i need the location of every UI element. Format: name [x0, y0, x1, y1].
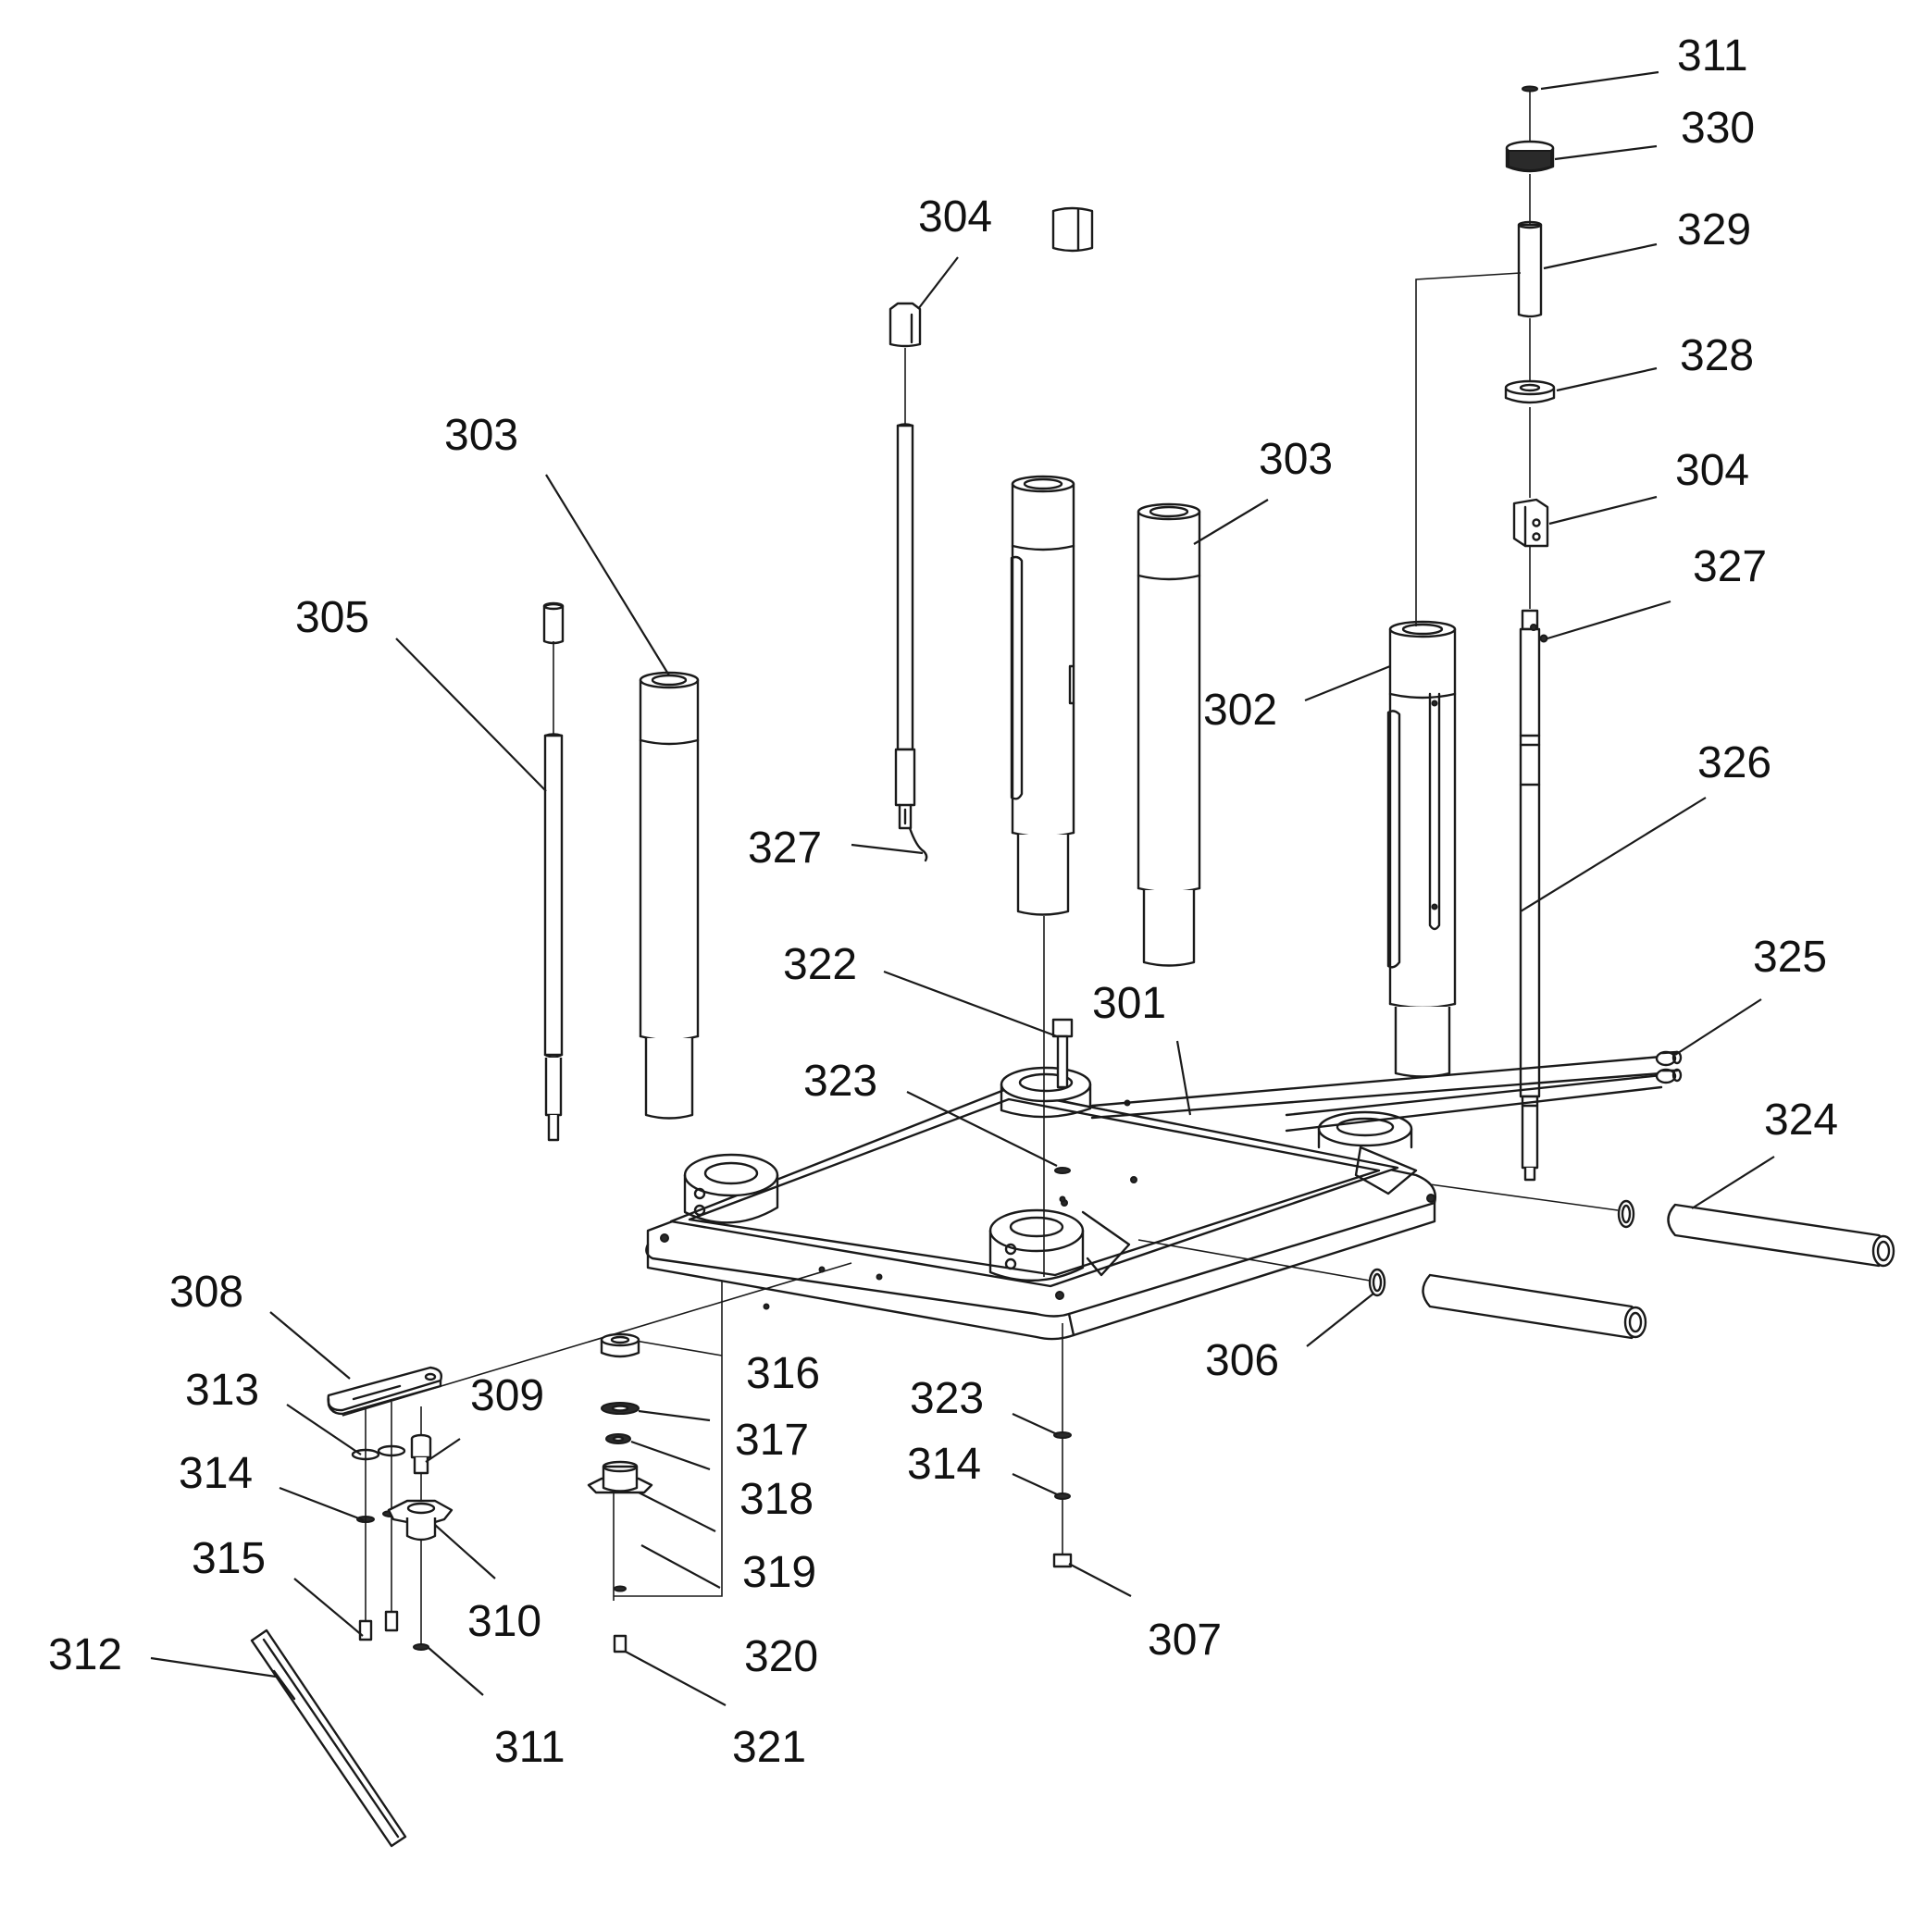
- label-322: 322: [783, 940, 857, 989]
- label-327-left: 327: [748, 824, 822, 873]
- label-321: 321: [732, 1723, 806, 1772]
- shaft-305: [542, 601, 565, 1142]
- label-306: 306: [1205, 1336, 1279, 1385]
- label-325: 325: [1753, 933, 1827, 982]
- label-326: 326: [1697, 738, 1771, 787]
- column-tube-left-303: [639, 671, 700, 1120]
- label-318: 318: [739, 1475, 814, 1524]
- bar-312: [250, 1629, 407, 1848]
- screws-315: [358, 1610, 429, 1651]
- rod-324: [1617, 1199, 1895, 1268]
- column-tube-center-slotted: [1010, 475, 1075, 916]
- label-319: 319: [742, 1548, 816, 1597]
- shaft-center-with-block-304: [888, 302, 928, 862]
- label-313: 313: [185, 1366, 259, 1415]
- label-329: 329: [1677, 205, 1751, 254]
- rod-lower: [1368, 1268, 1647, 1340]
- label-328: 328: [1680, 331, 1754, 380]
- label-320: 320: [744, 1632, 818, 1681]
- label-304-right: 304: [1675, 446, 1749, 495]
- column-tube-right-303: [1137, 502, 1201, 967]
- stack-316-321: [587, 1332, 653, 1653]
- reference-numerals: 311 330 329 328 304 327 326 325 324 306 …: [48, 31, 1838, 1772]
- label-311-top: 311: [1677, 31, 1748, 80]
- label-314-right: 314: [907, 1440, 981, 1489]
- label-301: 301: [1092, 979, 1166, 1028]
- axis-lines: [342, 272, 1619, 1597]
- bushing-top: [1051, 206, 1094, 253]
- label-323-top: 323: [803, 1057, 877, 1106]
- label-311-bottom: 311: [494, 1723, 565, 1772]
- stack-323-314-307: [1052, 1431, 1073, 1568]
- label-308: 308: [169, 1268, 243, 1317]
- label-316: 316: [746, 1349, 820, 1398]
- leader-lines: [150, 70, 1775, 1706]
- label-303-right: 303: [1259, 435, 1333, 484]
- label-303-left: 303: [444, 411, 518, 460]
- plate-308: [327, 1366, 443, 1416]
- stud-309: [410, 1433, 432, 1475]
- label-309: 309: [470, 1371, 544, 1420]
- label-324: 324: [1764, 1096, 1838, 1145]
- label-317: 317: [735, 1416, 809, 1465]
- label-310: 310: [467, 1597, 541, 1646]
- label-327-right: 327: [1693, 542, 1767, 591]
- label-315: 315: [192, 1534, 266, 1583]
- base-plate-301: [645, 1066, 1436, 1341]
- label-330: 330: [1681, 104, 1755, 153]
- column-tube-302: [1386, 620, 1457, 1078]
- drive-shaft-326-assembly: [1504, 85, 1556, 1182]
- label-304-left: 304: [918, 192, 992, 242]
- label-312: 312: [48, 1630, 122, 1679]
- label-323-bottom: 323: [910, 1374, 984, 1423]
- sprocket-310: [387, 1499, 454, 1542]
- label-305: 305: [295, 593, 369, 642]
- label-302: 302: [1203, 686, 1277, 735]
- label-307: 307: [1148, 1616, 1222, 1665]
- label-314-left: 314: [179, 1449, 253, 1498]
- bolt-322: [1051, 1018, 1074, 1203]
